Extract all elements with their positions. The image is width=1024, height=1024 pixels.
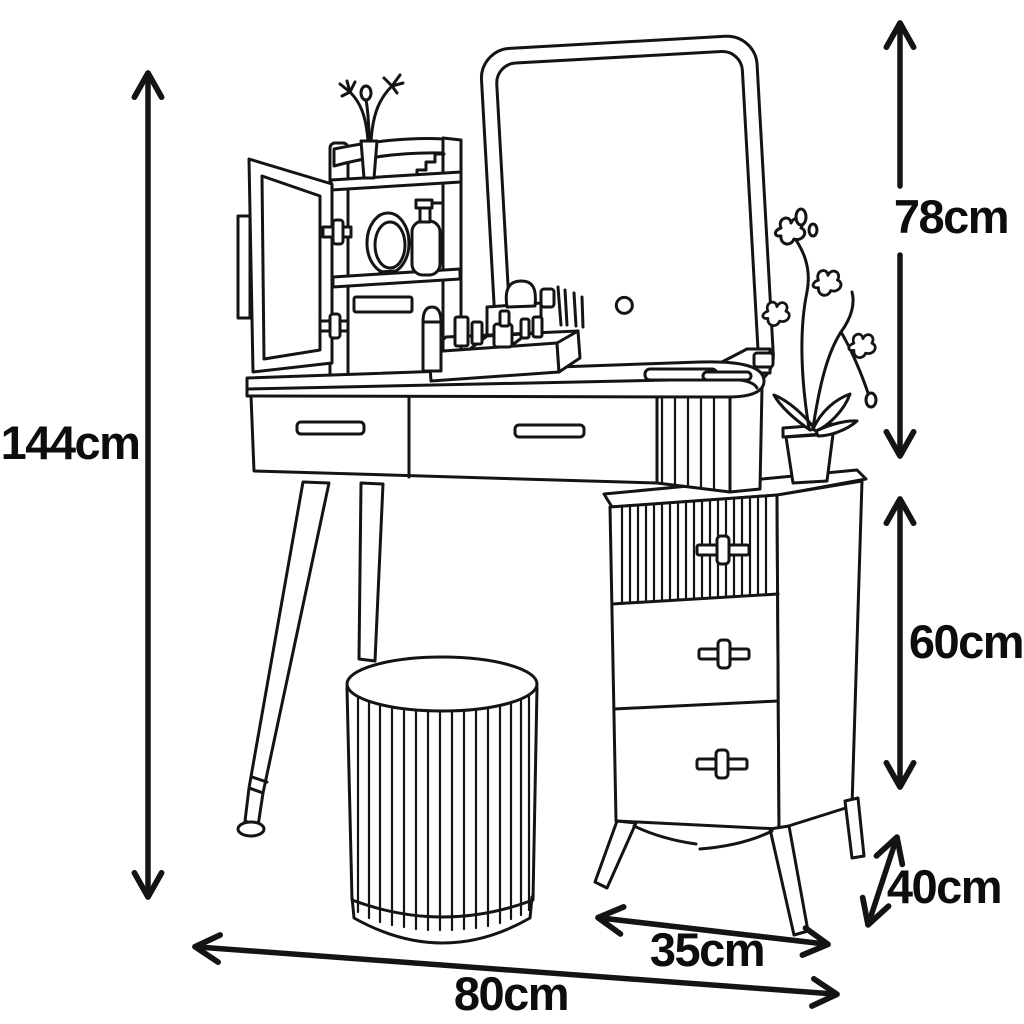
orchid-bud [794, 207, 808, 227]
stool-seat [345, 655, 539, 713]
hutch-step-shelf [415, 152, 446, 180]
desk-tabletop [245, 360, 766, 399]
label-cabinet-height: 60cm [909, 615, 1023, 668]
comb [701, 370, 753, 382]
makeup-brush-large [504, 279, 537, 309]
label-total-height: 144cm [1, 416, 140, 469]
lipstick-1 [453, 315, 470, 348]
stool-ribs [356, 693, 531, 932]
cosmetic-jar [421, 305, 443, 373]
flower-vase [359, 139, 379, 180]
dimension-arrows [131, 20, 917, 1009]
small-cup [752, 351, 775, 369]
cabinet-drawer-divider-1 [610, 592, 780, 606]
makeup-brush-handle [539, 287, 556, 309]
desk-drawer-apron [249, 391, 659, 485]
dimension-labels: 144cm 78cm 60cm 40cm 35cm 80cm [1, 190, 1024, 1020]
hutch-small-drawer [352, 295, 414, 314]
mirror-led-dot [614, 295, 634, 315]
cabinet-drawer-handle-1 [695, 534, 751, 566]
desk-leg-front [247, 480, 331, 795]
label-upper-section-height: 78cm [894, 190, 1008, 243]
lotion-pump-bottle [410, 219, 442, 277]
cabinet-fluted-texture [620, 494, 768, 605]
hutch-shelf-unit [328, 73, 463, 380]
plant-pot [784, 432, 835, 485]
cabinet-drawer-handle-2 [697, 638, 751, 670]
pleated-stool [345, 655, 539, 945]
desk-leg-rear [357, 481, 385, 663]
desk-fluted-pillar [655, 388, 732, 494]
cabinet-leg-rear-right [843, 796, 866, 860]
orchid-flower [811, 269, 843, 297]
arrow-depth [859, 834, 906, 928]
orchid-stem-2 [811, 290, 855, 430]
label-depth: 40cm [887, 860, 1001, 913]
desk-drawer-handle-left [295, 420, 366, 436]
cabinet-drawer-divider-2 [612, 699, 780, 711]
lipstick-2 [470, 320, 484, 346]
desk-right-face [728, 385, 764, 494]
desk-drawer-handle-right [513, 423, 586, 439]
arrow-total-width [192, 932, 840, 1009]
cabinet-side [775, 479, 864, 831]
orchid-plant [761, 207, 878, 485]
cabinet-leg-front-right [768, 824, 810, 937]
makeup-pencils [556, 285, 585, 329]
cabinet-leg-front-left [593, 819, 638, 890]
orchid-stem-1 [790, 232, 811, 430]
door-side-panel [236, 214, 252, 320]
vase-flower-right [382, 73, 405, 95]
hutch-mirror-door [236, 157, 353, 374]
label-cabinet-width: 35cm [650, 923, 764, 976]
door-mirror-glass [260, 174, 322, 361]
vase-flower-left [338, 79, 357, 98]
vanity-desk [236, 360, 766, 838]
desk-pillar-flutes [660, 388, 716, 492]
organizer-caddy-side [555, 329, 582, 374]
led-vanity-mirror [479, 34, 775, 400]
desktop-items [421, 279, 775, 383]
label-total-width: 80cm [454, 967, 568, 1020]
desk-leg-foot-cap [236, 820, 266, 838]
side-cabinet [593, 468, 868, 937]
cabinet-drawer-handle-3 [695, 748, 749, 780]
